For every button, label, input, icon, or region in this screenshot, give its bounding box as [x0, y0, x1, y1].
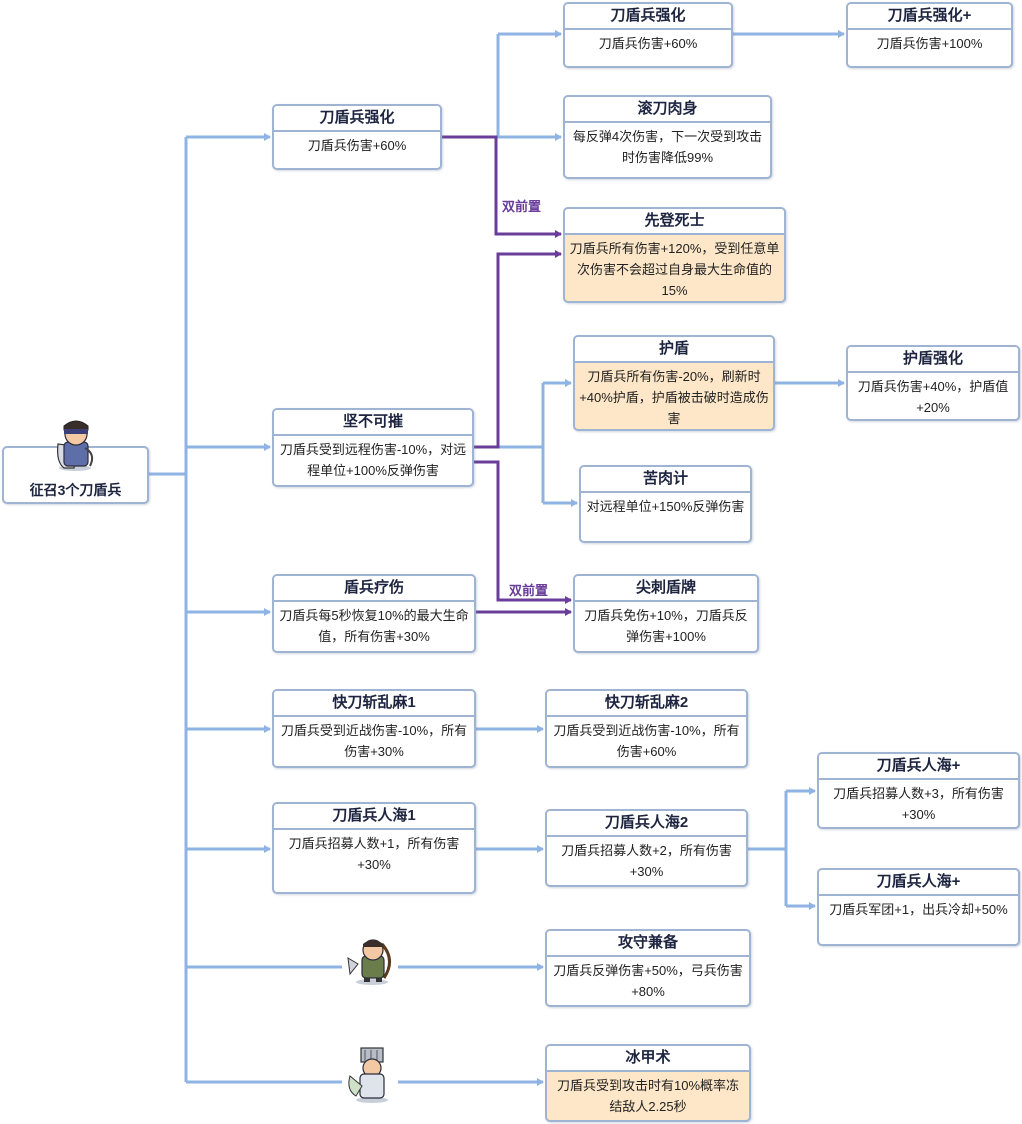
- root-title: 征召3个刀盾兵: [29, 482, 122, 498]
- node-title: 快刀斩乱麻1: [274, 691, 474, 717]
- dual-prereq-label: 双前置: [509, 583, 549, 598]
- archer-soldier-icon[interactable]: [342, 934, 398, 986]
- node-desc: 刀盾兵招募人数+3，所有伤害+30%: [833, 786, 1004, 822]
- node-shield[interactable]: 护盾 刀盾兵所有伤害-20%，刷新时+40%护盾，护盾被击破时造成伤害: [573, 335, 775, 431]
- node-desc: 刀盾兵受到近战伤害-10%，所有伤害+30%: [280, 723, 468, 759]
- node-desc: 刀盾兵受到近战伤害-10%，所有伤害+60%: [553, 723, 740, 759]
- node-title: 滚刀肉身: [565, 97, 770, 123]
- node-title: 护盾强化: [848, 347, 1018, 373]
- node-human-sea-2[interactable]: 刀盾兵人海2 刀盾兵招募人数+2，所有伤害+30%: [545, 809, 748, 887]
- node-rolling-blade-body[interactable]: 滚刀肉身 每反弹4次伤害，下一次受到攻击时伤害降低99%: [563, 95, 772, 179]
- node-shield-heal[interactable]: 盾兵疗伤 刀盾兵每5秒恢复10%的最大生命值，所有伤害+30%: [272, 574, 476, 653]
- node-human-sea-1[interactable]: 刀盾兵人海1 刀盾兵招募人数+1，所有伤害+30%: [272, 802, 476, 894]
- node-spiked-shield[interactable]: 尖刺盾牌 刀盾兵免伤+10%，刀盾兵反弹伤害+100%: [573, 574, 759, 653]
- node-title: 攻守兼备: [547, 931, 749, 957]
- node-title: 坚不可摧: [274, 410, 472, 436]
- node-title: 刀盾兵人海1: [274, 804, 474, 830]
- node-title: 刀盾兵人海+: [819, 870, 1018, 896]
- node-blade-shield-boost[interactable]: 刀盾兵强化 刀盾兵伤害+60%: [563, 2, 733, 68]
- node-desc: 刀盾兵伤害+40%，护盾值+20%: [857, 379, 1009, 415]
- node-desc: 刀盾兵伤害+60%: [307, 138, 407, 153]
- node-title: 盾兵疗伤: [274, 576, 474, 602]
- node-desc: 刀盾兵反弹伤害+50%，弓兵伤害+80%: [553, 963, 743, 999]
- node-desc: 刀盾兵招募人数+1，所有伤害+30%: [288, 836, 460, 872]
- node-desc: 刀盾兵伤害+60%: [598, 36, 698, 51]
- node-vanguard-warrior[interactable]: 先登死士 刀盾兵所有伤害+120%，受到任意单次伤害不会超过自身最大生命值的15…: [563, 207, 786, 303]
- node-title: 刀盾兵强化+: [848, 4, 1011, 30]
- node-desc: 对远程单位+150%反弹伤害: [586, 499, 745, 514]
- dual-prereq-line-n8-n11: [474, 460, 572, 604]
- node-desc: 刀盾兵所有伤害+120%，受到任意单次伤害不会超过自身最大生命值的15%: [569, 241, 780, 298]
- node-desc: 刀盾兵受到攻击时有10%概率冻结敌人2.25秒: [556, 1078, 740, 1114]
- node-title: 快刀斩乱麻2: [547, 691, 746, 717]
- shield-soldier-icon: [57, 420, 94, 471]
- node-title: 尖刺盾牌: [575, 576, 757, 602]
- dual-prereq-line-n8-n5: [474, 250, 562, 449]
- node-ice-armor[interactable]: 冰甲术 刀盾兵受到攻击时有10%概率冻结敌人2.25秒: [545, 1044, 751, 1122]
- node-desc: 刀盾兵所有伤害-20%，刷新时+40%护盾，护盾被击破时造成伤害: [579, 369, 769, 426]
- node-indestructible[interactable]: 坚不可摧 刀盾兵受到远程伤害-10%，对远程单位+100%反弹伤害: [272, 408, 474, 487]
- ice-mage-icon[interactable]: [342, 1046, 398, 1104]
- node-self-injury-ruse[interactable]: 苦肉计 对远程单位+150%反弹伤害: [579, 465, 752, 543]
- node-title: 刀盾兵人海2: [547, 811, 746, 837]
- node-title: 冰甲术: [547, 1046, 749, 1072]
- node-desc: 每反弹4次伤害，下一次受到攻击时伤害降低99%: [572, 129, 763, 165]
- connector-n2-branch: [442, 34, 500, 139]
- dual-prereq-label: 双前置: [502, 199, 542, 214]
- node-desc: 刀盾兵伤害+100%: [876, 36, 983, 51]
- node-attack-defense[interactable]: 攻守兼备 刀盾兵反弹伤害+50%，弓兵伤害+80%: [545, 929, 751, 1007]
- node-desc: 刀盾兵每5秒恢复10%的最大生命值，所有伤害+30%: [279, 608, 469, 644]
- node-title: 刀盾兵人海+: [819, 754, 1018, 780]
- node-desc: 刀盾兵免伤+10%，刀盾兵反弹伤害+100%: [584, 608, 748, 644]
- node-desc: 刀盾兵招募人数+2，所有伤害+30%: [561, 843, 732, 879]
- node-quick-blade-1[interactable]: 快刀斩乱麻1 刀盾兵受到近战伤害-10%，所有伤害+30%: [272, 689, 476, 768]
- node-shield-boost[interactable]: 护盾强化 刀盾兵伤害+40%，护盾值+20%: [846, 345, 1020, 421]
- node-desc: 刀盾兵军团+1，出兵冷却+50%: [829, 902, 1008, 917]
- node-title: 先登死士: [565, 209, 784, 235]
- node-desc: 刀盾兵受到远程伤害-10%，对远程单位+100%反弹伤害: [279, 442, 467, 478]
- node-title: 刀盾兵强化: [274, 106, 440, 132]
- node-quick-blade-2[interactable]: 快刀斩乱麻2 刀盾兵受到近战伤害-10%，所有伤害+60%: [545, 689, 748, 768]
- node-human-sea-plus[interactable]: 刀盾兵人海+ 刀盾兵招募人数+3，所有伤害+30%: [817, 752, 1020, 829]
- node-title: 护盾: [575, 337, 773, 363]
- node-title: 刀盾兵强化: [565, 4, 731, 30]
- node-title: 苦肉计: [581, 467, 750, 493]
- node-blade-shield-boost-plus[interactable]: 刀盾兵强化+ 刀盾兵伤害+100%: [846, 2, 1013, 68]
- node-blade-shield-boost[interactable]: 刀盾兵强化 刀盾兵伤害+60%: [272, 104, 442, 170]
- node-human-sea-plus-legion[interactable]: 刀盾兵人海+ 刀盾兵军团+1，出兵冷却+50%: [817, 868, 1020, 946]
- dual-prereq-line-n2-n5: [442, 135, 562, 238]
